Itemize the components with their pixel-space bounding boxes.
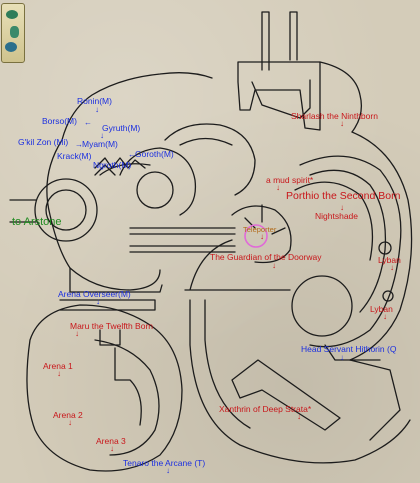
wall-west-room	[34, 178, 98, 242]
wall-south-east-2	[184, 239, 291, 291]
wall-central-corridor	[129, 227, 236, 253]
wall-north-rotunda	[164, 123, 256, 196]
spawn-arrow-icon: ↓	[276, 183, 280, 192]
npc-label-borso[interactable]: Borso(M)	[42, 116, 77, 126]
wall-south-central-inner	[204, 299, 251, 429]
spawn-arrow-icon: ↓	[68, 418, 72, 427]
wall-sw-arena-inner	[94, 339, 160, 456]
npc-label-lyban-2[interactable]: Lyban	[370, 304, 393, 314]
arena-label-1[interactable]: Arena 1	[43, 361, 73, 371]
spawn-arrow-icon: ↓	[340, 119, 344, 128]
npc-label-krack[interactable]: Krack(M)	[57, 151, 92, 161]
wall-south-hall	[231, 359, 341, 431]
npc-label-nightshade[interactable]: Nightshade	[315, 211, 359, 221]
npc-label-ngroth[interactable]: Ngroth(M)	[93, 160, 132, 170]
npc-label-goroth[interactable]: Goroth(M)	[135, 149, 174, 159]
wall-teleporter-room	[231, 205, 292, 264]
wall-central-room	[136, 171, 174, 209]
wall-south-central	[189, 299, 411, 464]
spawn-arrow-icon: ↓	[166, 466, 170, 475]
spawn-arrow-icon: ↓	[297, 412, 301, 421]
npc-label-sharlash[interactable]: Sharlash the Ninthborn	[291, 111, 378, 121]
spawn-arrow-icon: ↓	[110, 444, 114, 453]
wall-north-east-arc	[319, 61, 363, 133]
spawn-arrow-icon: ↓	[100, 131, 104, 140]
wall-east-room	[291, 275, 353, 337]
npc-label-maru[interactable]: Maru the Twelfth Born	[70, 321, 153, 331]
wall-sawtooth	[94, 157, 146, 176]
spawn-arrow-icon: ↓	[383, 312, 387, 321]
wall-sw-arena-inner-2	[114, 347, 142, 426]
arena-label-2[interactable]: Arena 2	[53, 410, 83, 420]
wall-sw-gate	[99, 329, 121, 346]
wall-west-room-exit	[9, 199, 37, 223]
spawn-arrow-icon: ↓	[340, 353, 344, 362]
wall-north-corridor	[261, 11, 270, 71]
spawn-arrow-icon: ↓	[96, 297, 100, 306]
wall-north-hall	[237, 61, 321, 131]
npc-label-arena-overseer[interactable]: Arena Overseer(M)	[58, 289, 131, 299]
wall-east-ring	[294, 181, 374, 261]
spawn-arrow-icon: ←	[84, 118, 92, 127]
wall-sw-arena	[26, 304, 183, 472]
wall-east-arena-inner	[309, 169, 387, 313]
npc-label-ronin[interactable]: Ronin(M)	[77, 96, 112, 106]
wall-north-west-arc	[61, 72, 213, 141]
spawn-arrow-icon: ↓	[390, 263, 394, 272]
wall-east-pillar-2	[382, 290, 394, 302]
zone-emblem-icon	[1, 3, 25, 63]
wall-central-room-outer	[119, 147, 197, 216]
npc-label-lyban-1[interactable]: Lyban	[378, 255, 401, 265]
wall-east-arena	[299, 155, 402, 348]
zone-link-arstone[interactable]: to Arstone	[12, 216, 62, 228]
npc-label-porthio[interactable]: Porthio the Second Born	[286, 190, 401, 202]
wall-west-room-inner	[45, 189, 87, 231]
teleporter-label[interactable]: Teleporter	[243, 225, 277, 234]
npc-label-gkil-zon[interactable]: G'kil Zon (Mi)	[18, 137, 69, 147]
wall-south-spur	[324, 344, 381, 361]
wall-east-outer	[349, 131, 413, 361]
wall-north-corridor-2	[289, 11, 298, 61]
wall-west-inner-arc	[99, 163, 151, 176]
spawn-arrow-icon: ↓	[260, 232, 264, 241]
spawn-arrow-icon: ↓	[340, 203, 344, 212]
spawn-arrow-icon: ↓	[272, 261, 276, 270]
wall-teleporter-spokes	[244, 204, 286, 235]
npc-label-mud-spirit[interactable]: a mud spirit*	[266, 175, 314, 185]
npc-label-hithorin[interactable]: Head Servant Hithorin (Q	[301, 344, 397, 354]
wall-north-hall-inner	[251, 79, 311, 119]
spawn-arrow-icon: ↓	[57, 369, 61, 378]
wall-arena-corridor	[59, 299, 156, 311]
wall-north-rotunda-inner	[179, 137, 233, 146]
spawn-arrow-icon: ←	[128, 150, 136, 159]
npc-label-myam[interactable]: Myam(M)	[82, 139, 118, 149]
wall-east-pillar	[378, 241, 392, 255]
npc-label-gyruth[interactable]: Gyruth(M)	[102, 123, 141, 133]
wall-mid-west	[69, 267, 163, 293]
npc-label-guardian[interactable]: The Guardian of the Doorway	[210, 252, 322, 262]
npc-label-xanthrin[interactable]: Xanthrin of Deep Strata*	[219, 404, 312, 414]
arena-label-3[interactable]: Arena 3	[96, 436, 126, 446]
npc-label-tenaro[interactable]: Tenaro the Arcane (T)	[123, 458, 206, 468]
spawn-arrow-icon: ↓	[95, 105, 99, 114]
spawn-arrow-icon: →	[75, 140, 83, 149]
spawn-arrow-icon: ↓	[75, 329, 79, 338]
wall-south-east	[349, 359, 401, 441]
